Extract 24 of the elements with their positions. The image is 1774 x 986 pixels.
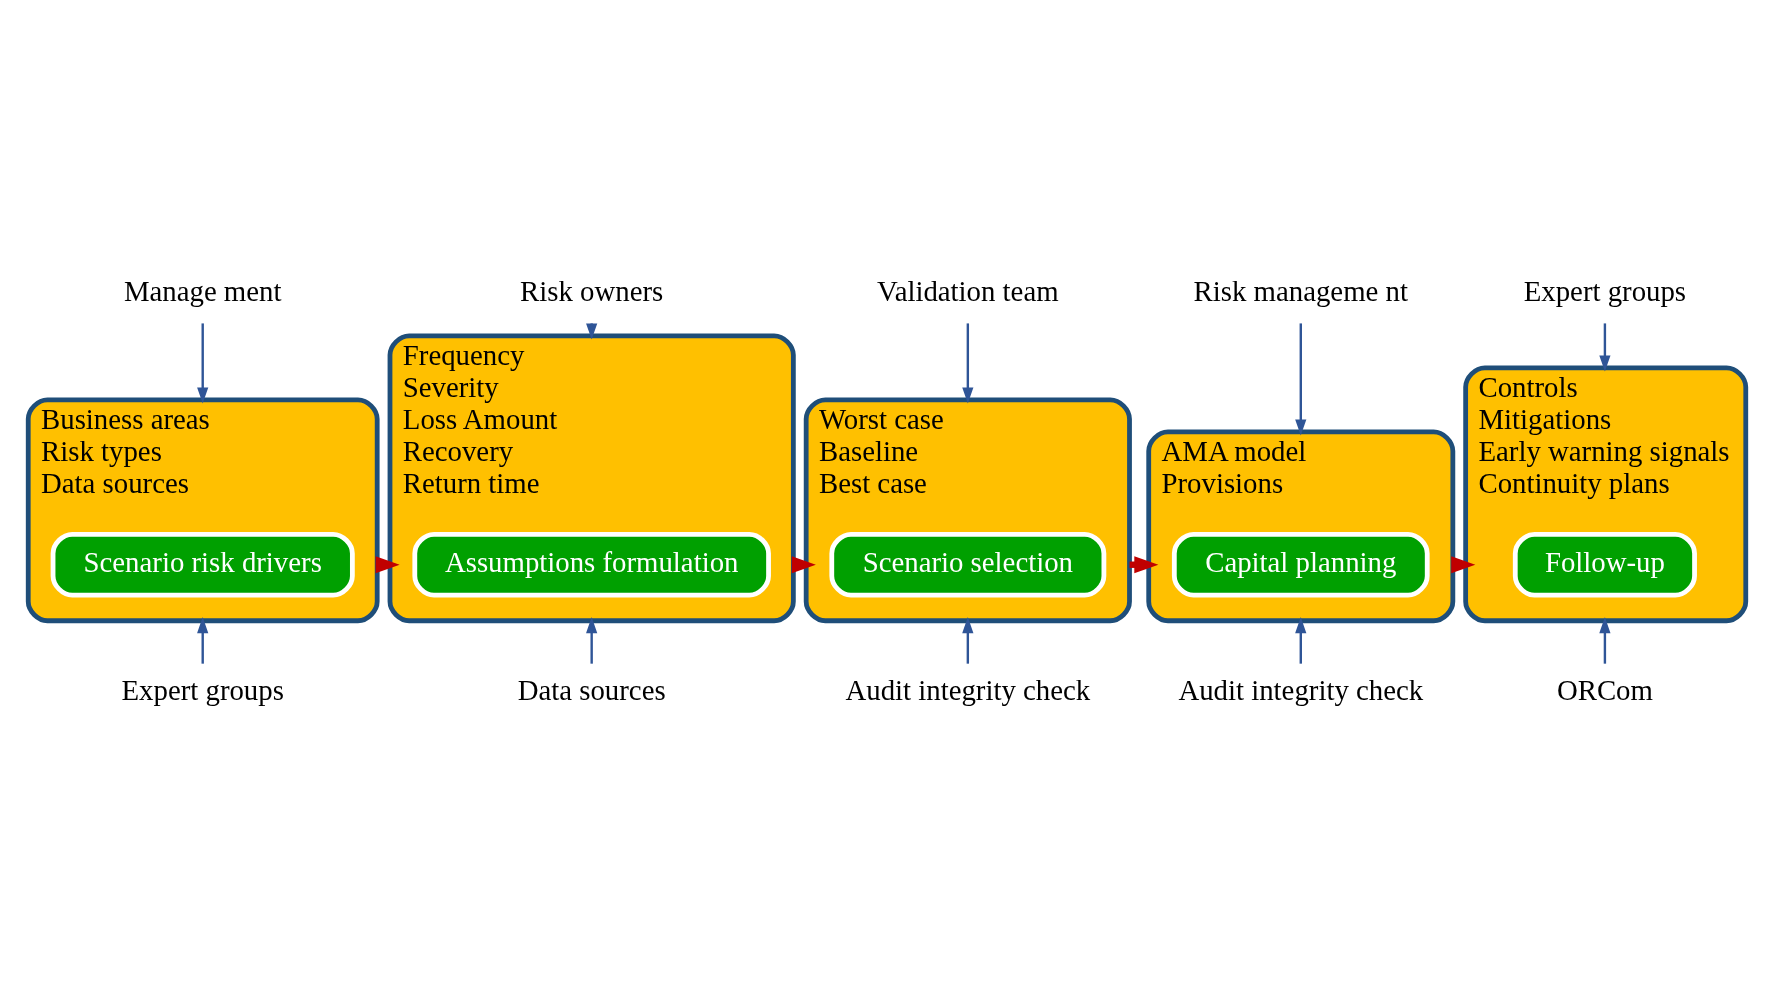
arrow xyxy=(1599,322,1611,371)
node-text: Audit integrity check xyxy=(1178,673,1424,706)
arrow xyxy=(197,616,209,664)
arrow xyxy=(962,616,974,664)
node-text: Expert groups xyxy=(121,673,284,706)
arrow xyxy=(962,322,974,403)
arrow xyxy=(1295,322,1307,435)
node-text: Validation team xyxy=(877,274,1059,307)
node-box: Scenario selection xyxy=(829,531,1107,598)
arrow xyxy=(1599,616,1611,664)
node-text: Expert groups xyxy=(1523,274,1687,307)
node-box: Capital planning xyxy=(1171,531,1430,598)
node-text: Data sources xyxy=(517,673,666,706)
node-text: Risk owners xyxy=(520,274,664,307)
node-text: ORCom xyxy=(1556,673,1653,706)
node-box: Follow-up xyxy=(1512,531,1697,598)
node-box: Scenario risk drivers xyxy=(50,531,355,598)
arrow xyxy=(197,322,209,403)
arrow xyxy=(1295,616,1307,664)
node-text: Audit integrity check xyxy=(845,673,1091,706)
node-text: Risk manageme nt xyxy=(1193,274,1408,307)
arrow xyxy=(586,616,598,664)
node-box: Assumptions formulation xyxy=(412,531,771,598)
node-text: Manage ment xyxy=(123,274,282,307)
